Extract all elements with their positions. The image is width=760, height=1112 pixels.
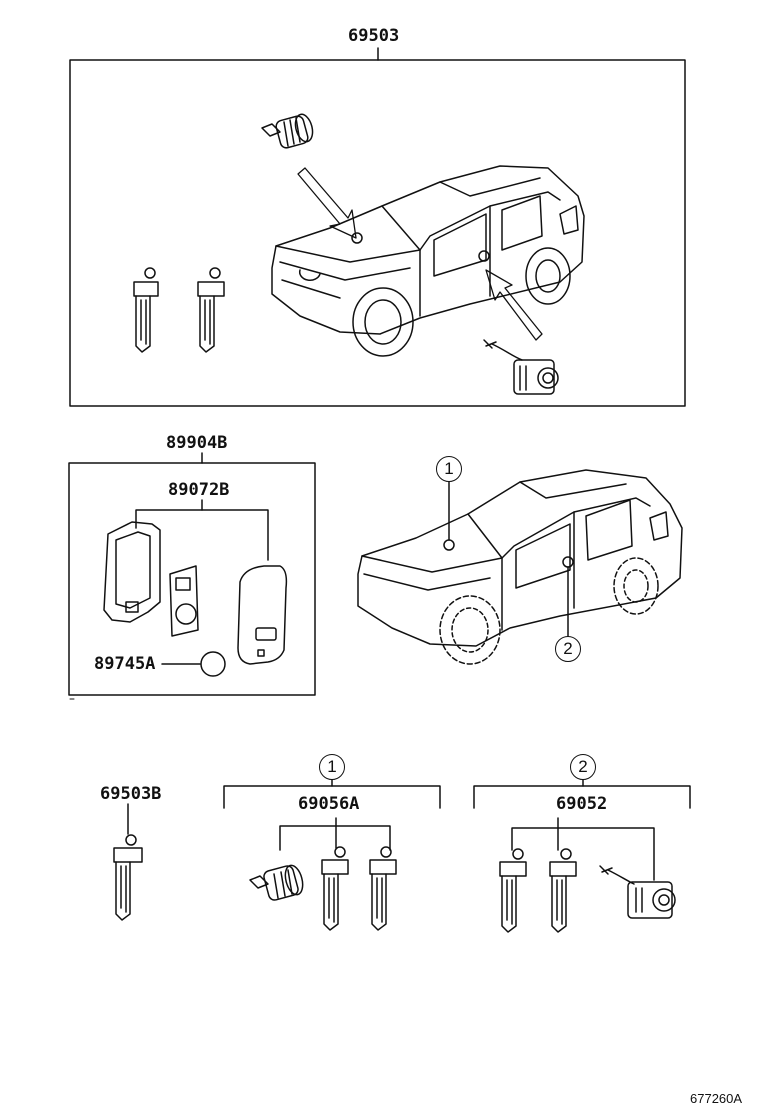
key-icon-2 xyxy=(197,267,225,353)
callout-1-middle: 1 xyxy=(436,456,462,482)
label-69503b: 69503B xyxy=(100,784,162,804)
ignition-cylinder-icon xyxy=(261,113,314,149)
car-illustration-middle xyxy=(357,469,683,665)
key-blank-icon xyxy=(113,803,143,921)
arrow-to-door xyxy=(485,269,543,341)
callout-2-bottom: 2 xyxy=(570,754,596,780)
label-69503: 69503 xyxy=(348,26,400,46)
bracket-89072b xyxy=(135,499,269,561)
callout-1-bottom: 1 xyxy=(319,754,345,780)
label-89745a: 89745A xyxy=(94,654,156,674)
callout-2-middle: 2 xyxy=(555,636,581,662)
figure-id: 677260A xyxy=(690,1091,743,1106)
circuit-board-icon xyxy=(169,565,199,637)
arrow-to-ignition xyxy=(297,167,357,239)
key-icon-3 xyxy=(321,846,349,931)
label-89072b: 89072B xyxy=(168,480,230,500)
ignition-cylinder-icon-2 xyxy=(249,864,304,901)
kit-box-top xyxy=(69,47,686,407)
key-icon-6 xyxy=(549,848,577,933)
transmitter-cover-icon xyxy=(237,565,288,665)
door-lock-cylinder-icon-2 xyxy=(599,865,676,919)
battery-icon xyxy=(161,651,226,677)
transmitter-frame-icon xyxy=(103,521,161,623)
key-icon-1 xyxy=(133,267,159,353)
label-69056a: 69056A xyxy=(298,794,360,814)
kit-box-transmitter xyxy=(68,452,316,700)
label-69052: 69052 xyxy=(556,794,608,814)
bracket-set-2 xyxy=(473,777,691,881)
key-icon-4 xyxy=(369,846,397,931)
key-icon-5 xyxy=(499,848,527,933)
label-89904b: 89904B xyxy=(166,433,228,453)
door-lock-cylinder-icon xyxy=(483,339,559,395)
bracket-set-1 xyxy=(223,777,441,851)
car-illustration-top xyxy=(271,165,585,357)
